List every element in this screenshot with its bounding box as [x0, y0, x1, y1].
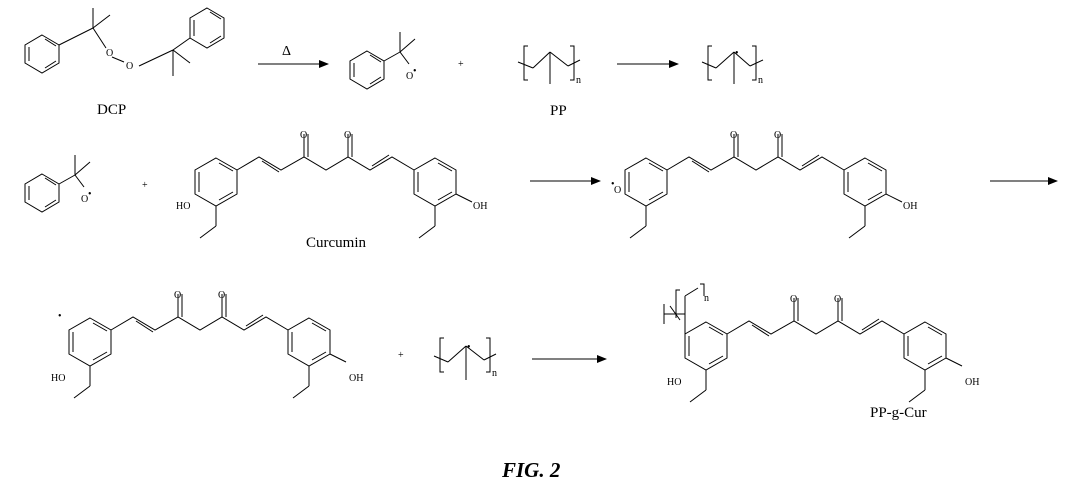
dcp-molecule	[24, 7, 225, 76]
pp-radical-unit	[701, 45, 764, 84]
cumyloxy-radical-dot-1: •	[413, 66, 417, 77]
graft-subscript-n: n	[704, 293, 709, 304]
phenoxy-oh-right: OH	[903, 201, 917, 212]
pp-subscript-n: n	[576, 75, 581, 86]
dcp-label: DCP	[97, 102, 126, 118]
c-radical-oh-right: OH	[349, 373, 363, 384]
c-radical-dot: •	[58, 311, 62, 322]
curcumin-o-keto-2: O	[344, 130, 351, 141]
pp-radical-unit-2	[433, 337, 497, 380]
phenoxy-o-radical: O	[614, 185, 621, 196]
dcp-o2: O	[126, 61, 133, 72]
cumyloxy-radical-dot-2: •	[88, 189, 92, 200]
c-radical-ho-left: HO	[51, 373, 65, 384]
curcumin-oh-right: OH	[473, 201, 487, 212]
product-ho-left: HO	[667, 377, 681, 388]
pp-repeat-unit	[517, 45, 581, 84]
product-o-keto-2: O	[834, 294, 841, 305]
cumyloxy-o-2: O	[81, 194, 88, 205]
cumyloxy-o-1: O	[406, 71, 413, 82]
pp-radical-subscript-n: n	[758, 75, 763, 86]
pp-radical-subscript-n-2: n	[492, 368, 497, 379]
plus-3: +	[398, 350, 404, 361]
product-label: PP-g-Cur	[870, 405, 927, 421]
figure-caption: FIG. 2	[501, 458, 561, 482]
pp-graft-chain	[663, 283, 705, 334]
pp-radical-dot: •	[735, 48, 739, 59]
c-radical-o-keto-1: O	[174, 290, 181, 301]
c-radical-o-keto-2: O	[218, 290, 225, 301]
heat-symbol: Δ	[282, 44, 291, 59]
curcumin-ho-left: HO	[176, 201, 190, 212]
curcumin-o-keto-1: O	[300, 130, 307, 141]
curcumin-molecule	[194, 133, 473, 239]
product-oh-right: OH	[965, 377, 979, 388]
pp-radical-dot-2: •	[467, 342, 471, 353]
curcumin-carbon-radical	[68, 293, 347, 399]
phenoxy-o-keto-2: O	[774, 130, 781, 141]
plus-2: +	[142, 180, 148, 191]
curcumin-label: Curcumin	[306, 235, 366, 251]
product-o-keto-1: O	[790, 294, 797, 305]
dcp-o1: O	[106, 48, 113, 59]
plus-1: +	[458, 59, 464, 70]
phenoxy-o-keto-1: O	[730, 130, 737, 141]
phenoxy-radical-dot: •	[611, 179, 615, 190]
pp-label: PP	[550, 103, 567, 119]
pp-g-cur-product	[684, 297, 963, 403]
curcumin-phenoxy-radical	[624, 133, 903, 239]
